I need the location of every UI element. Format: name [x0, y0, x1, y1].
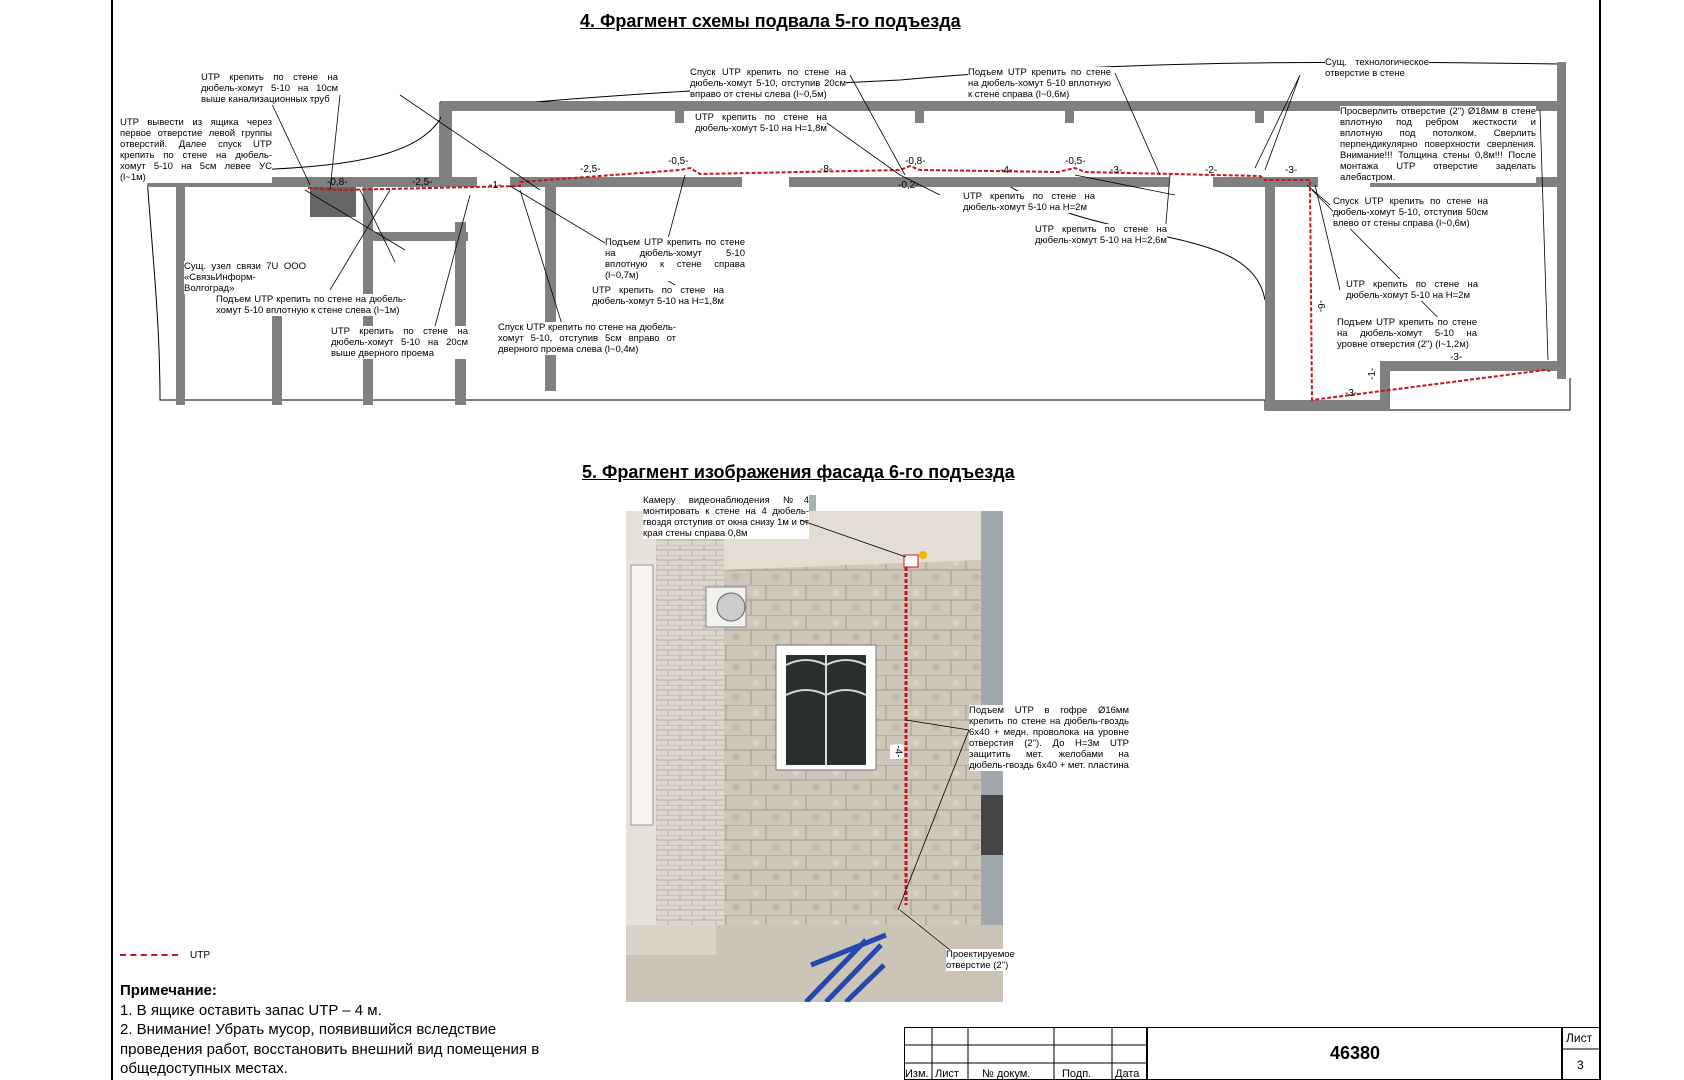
- note-rise-right-top: Подъем UTP крепить по стене на дюбель-хо…: [968, 67, 1111, 100]
- remarks-heading: Примечание:: [120, 982, 217, 999]
- section4-title: 4. Фрагмент схемы подвала 5-го подъезда: [580, 11, 961, 31]
- note-h26: UTP крепить по стене на дюбель-хомут 5-1…: [1035, 224, 1167, 246]
- note-descent-door: Спуск UTP крепить по стене на дюбель-хом…: [498, 322, 676, 355]
- stamp-col-sign: Подп.: [1062, 1068, 1092, 1080]
- note-descent-right: Спуск UTP крепить по стене на дюбель-хом…: [1333, 196, 1488, 229]
- remark-item-1: 1. В ящике оставить запас UTP – 4 м.: [120, 1001, 382, 1019]
- note-h2-center: UTP крепить по стене на дюбель-хомут 5-1…: [963, 191, 1095, 213]
- note-h2-right: UTP крепить по стене на дюбель-хомут 5-1…: [1346, 279, 1478, 301]
- note-descent-left: Спуск UTP крепить по стене на дюбель-хом…: [690, 67, 846, 100]
- sheet-label: Лист: [1566, 1031, 1593, 1045]
- note-drill-hole: Просверлить отверстие (2") Ø18мм в стене…: [1340, 106, 1536, 183]
- section5-title: 5. Фрагмент изображения фасада 6-го подъ…: [582, 462, 1015, 482]
- note-utp-exit: UTP вывести из ящика через первое отверс…: [120, 117, 272, 183]
- facade-photo: [626, 495, 1003, 1002]
- utp-legend-line: [120, 954, 178, 957]
- legend-label: UTP: [190, 950, 210, 961]
- drawing-frame: [111, 0, 1601, 1080]
- note-h18-bottom: UTP крепить по стене на дюбель-хомут 5-1…: [592, 285, 724, 307]
- legend: UTP: [120, 950, 210, 961]
- stamp-col-doc: № докум.: [982, 1068, 1031, 1080]
- note-rise-hole: Подъем UTP крепить по стене на дюбель-хо…: [1337, 317, 1477, 350]
- note-rise-facade: Подъем UTP в гофре Ø16мм крепить по стен…: [969, 705, 1129, 771]
- title-block: [904, 1027, 1601, 1080]
- note-camera: Камеру видеонаблюдения №4 монтировать к …: [643, 495, 809, 539]
- note-comm-node: Сущ. узел связи 7U ООО «СвязьИнформ-Волг…: [184, 261, 306, 294]
- note-sewer-pipes: UTP крепить по стене на дюбель-хомут 5-1…: [201, 72, 338, 105]
- note-tech-hole: Сущ. технологическое отверстие в стене: [1325, 57, 1429, 79]
- note-above-door: UTP крепить по стене на дюбель-хомут 5-1…: [331, 326, 468, 359]
- stamp-col-date: Дата: [1115, 1068, 1140, 1080]
- remark-item-2: 2. Внимание! Убрать мусор, появившийся в…: [120, 1021, 540, 1077]
- document-code: 46380: [1330, 1043, 1381, 1063]
- remarks: Примечание: 1. В ящике оставить запас UT…: [120, 981, 560, 1079]
- note-rise-left: Подъем UTP крепить по стене на дюбель-хо…: [216, 294, 406, 316]
- facade-dim-label: -4-: [892, 744, 904, 759]
- note-designed-hole: Проектируемое отверстие (2"): [946, 949, 1018, 971]
- stamp-col-list: Лист: [935, 1068, 959, 1080]
- stamp-col-izm: Изм.: [905, 1068, 929, 1080]
- sheet-number: 3: [1577, 1058, 1584, 1072]
- note-h18-top: UTP крепить по стене на дюбель-хомут 5-1…: [695, 112, 827, 134]
- note-rise-right-07: Подъем UTP крепить по стене на дюбель-хо…: [605, 237, 745, 281]
